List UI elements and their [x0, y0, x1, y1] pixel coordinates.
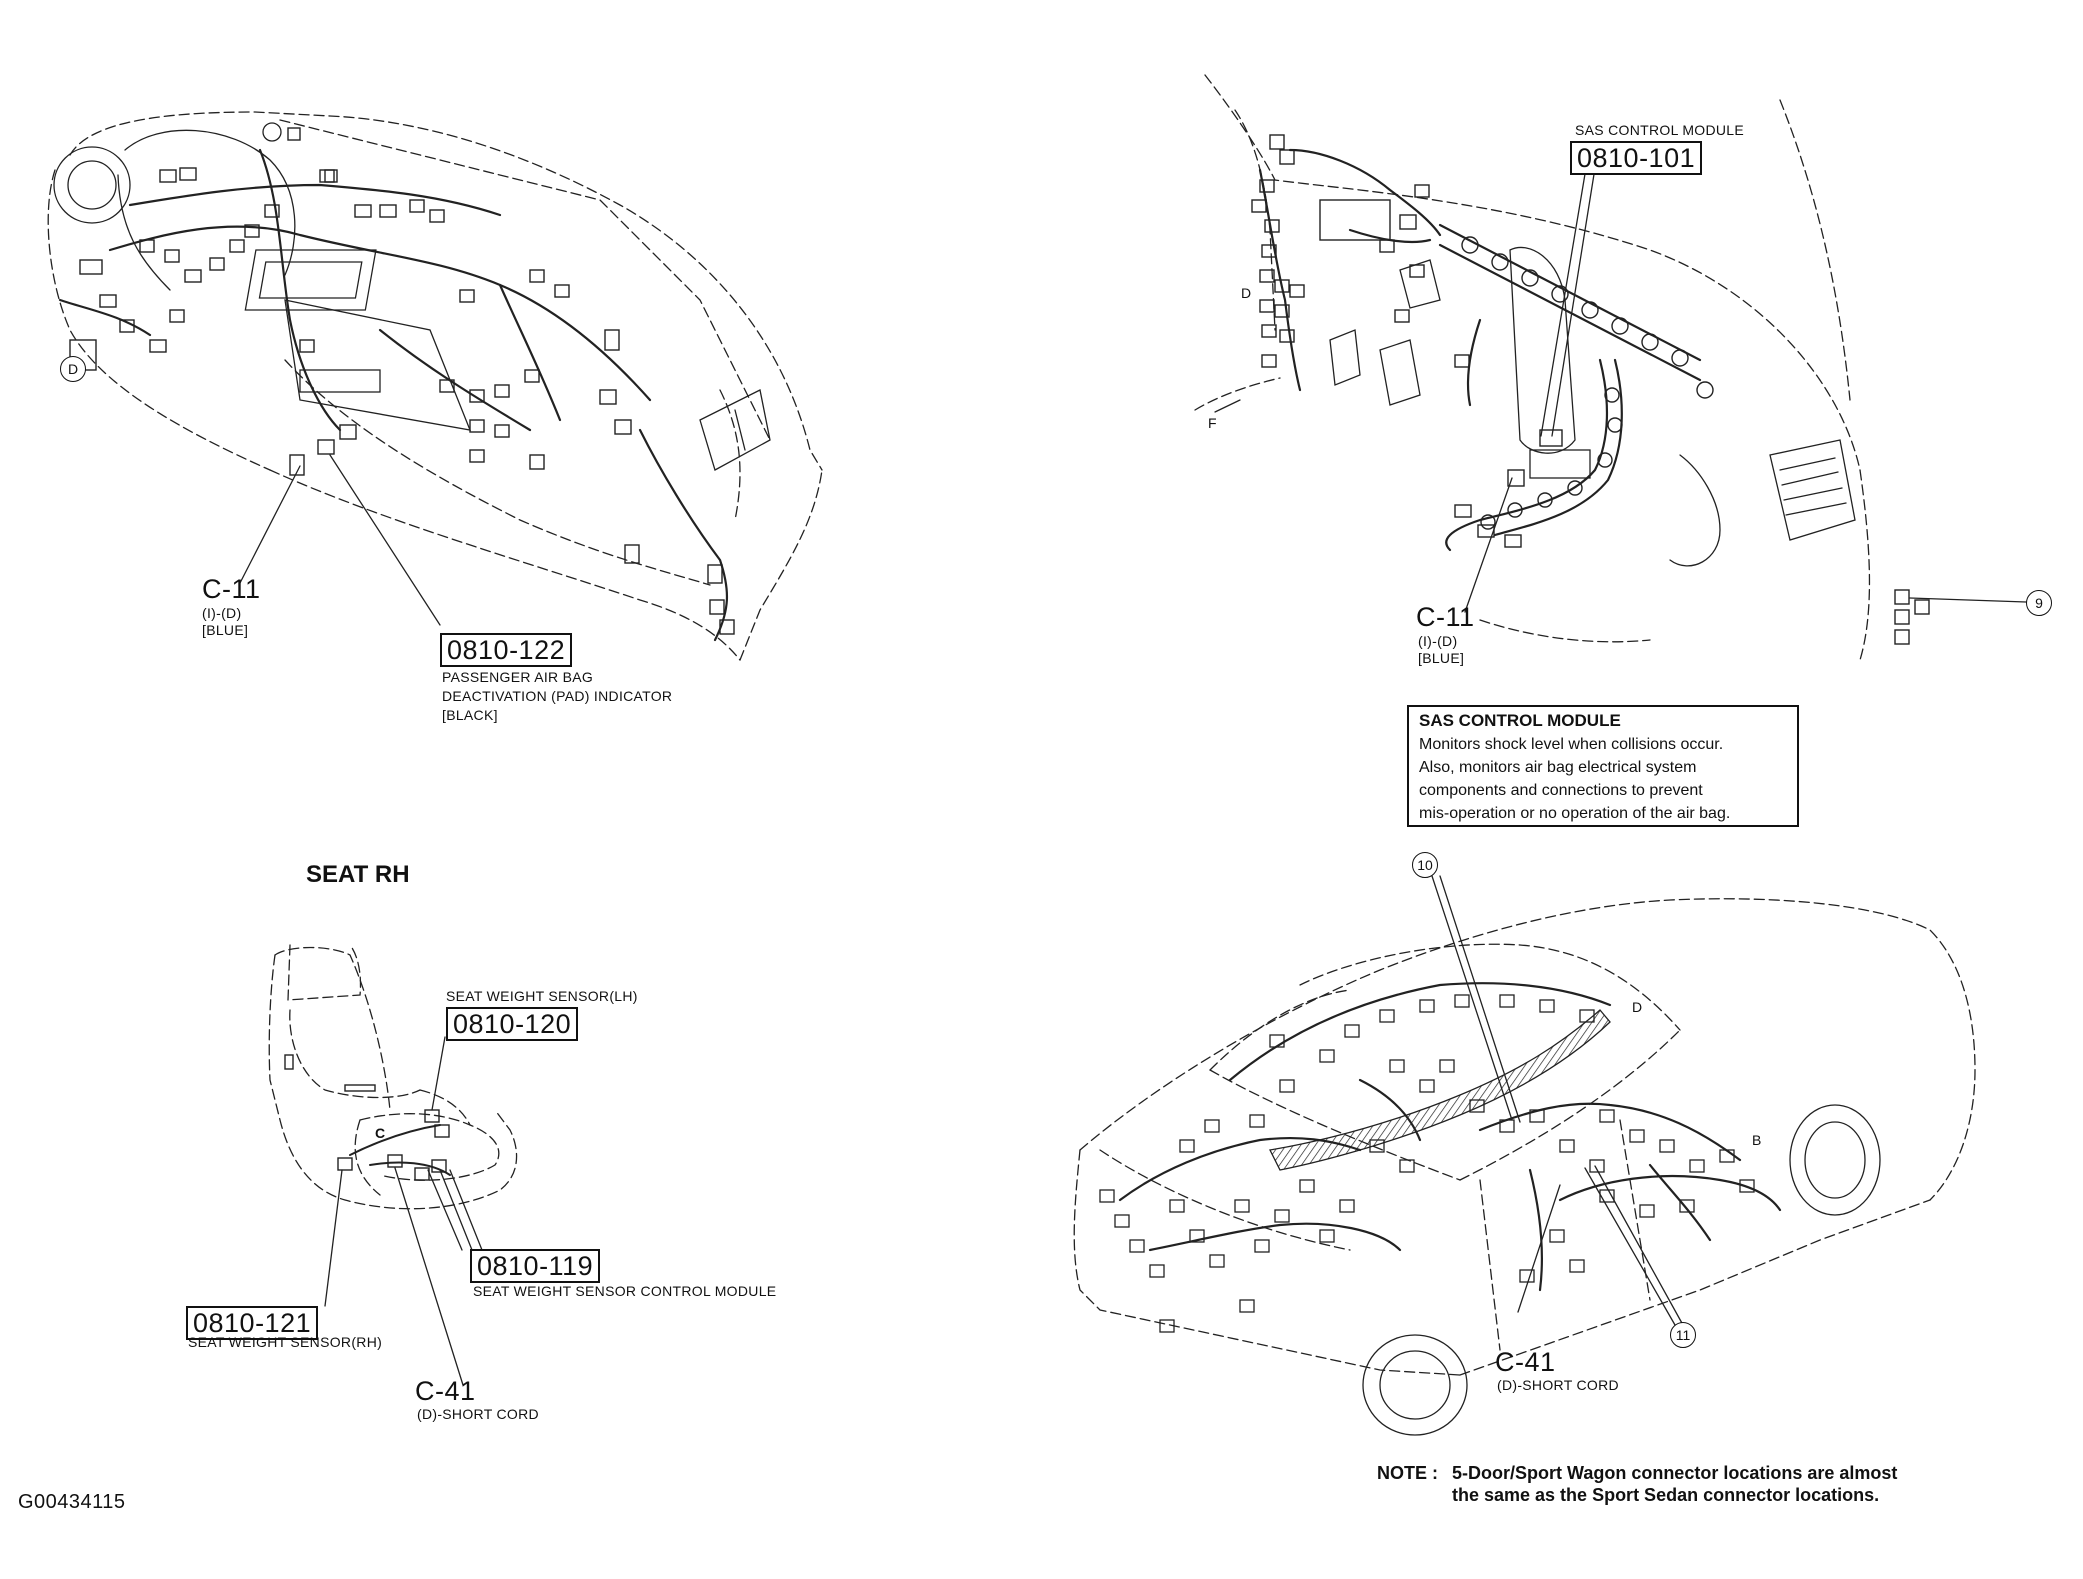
seat-weight-sensor-rh-code: 0810-121: [186, 1306, 319, 1340]
dashboard-illustration: [47, 111, 823, 661]
seat-weight-sensor-lh-label: SEAT WEIGHT SENSOR(LH): [446, 988, 638, 1004]
sas-description-line4: mis-operation or no operation of the air…: [1419, 805, 1731, 822]
car-illustration: [1073, 875, 1976, 1436]
marker-b-car: B: [1752, 1132, 1762, 1148]
seat-weight-sensor-lh-code: 0810-120: [446, 1007, 579, 1041]
sas-description-box: SAS CONTROL MODULE Monitors shock level …: [1407, 705, 1799, 827]
sas-module-label: SAS CONTROL MODULE: [1575, 122, 1745, 138]
footnote-key: NOTE :: [1377, 1463, 1438, 1483]
footnote-line2: the same as the Sport Sedan connector lo…: [1452, 1485, 1880, 1505]
pad-indicator-line1: PASSENGER AIR BAG: [442, 669, 594, 685]
seat-control-module-label: SEAT WEIGHT SENSOR CONTROL MODULE: [473, 1283, 777, 1299]
c11-dash-sub: (I)-(D): [202, 605, 242, 621]
seat-weight-sensor-rh-label: SEAT WEIGHT SENSOR(RH): [188, 1334, 383, 1350]
seat-control-module-code: 0810-119: [470, 1249, 601, 1283]
pad-indicator-line2: DEACTIVATION (PAD) INDICATOR: [442, 688, 673, 704]
sas-description-line3: components and connections to prevent: [1419, 782, 1703, 799]
c11-sas-sub: (I)-(D): [1418, 633, 1458, 649]
seat-illustration: [268, 944, 518, 1386]
pad-indicator-code: 0810-122: [440, 633, 573, 667]
seat-section-title: SEAT RH: [306, 861, 410, 888]
marker-c-seat: C: [375, 1125, 386, 1141]
footnote: NOTE : 5-Door/Sport Wagon connector locat…: [1377, 1462, 1897, 1506]
sas-description-line1: Monitors shock level when collisions occ…: [1419, 736, 1724, 753]
sas-module-code: 0810-101: [1570, 141, 1703, 175]
c11-sas-code: C-11: [1416, 602, 1475, 632]
figure-id: G00434115: [18, 1491, 126, 1513]
callout-10: 10: [1412, 852, 1438, 878]
c11-dash-code: C-11: [202, 574, 261, 604]
sas-dash-illustration: [1194, 74, 2027, 661]
c41-car-code: C-41: [1495, 1347, 1556, 1377]
marker-d-dash: D: [60, 356, 86, 382]
c41-seat-code: C-41: [415, 1376, 476, 1406]
c11-sas-color: [BLUE]: [1418, 650, 1465, 666]
marker-f-sas: F: [1208, 415, 1217, 431]
callout-9: 9: [2026, 590, 2052, 616]
callout-11: 11: [1670, 1322, 1696, 1348]
sas-description-heading: SAS CONTROL MODULE: [1419, 711, 1621, 730]
marker-d-car: D: [1632, 999, 1643, 1015]
c41-seat-sub: (D)-SHORT CORD: [417, 1406, 539, 1422]
marker-d-sas: D: [1241, 285, 1252, 301]
pad-indicator-color: [BLACK]: [442, 707, 498, 723]
sas-description-line2: Also, monitors air bag electrical system: [1419, 759, 1697, 776]
footnote-line1: 5-Door/Sport Wagon connector locations a…: [1452, 1463, 1898, 1483]
c11-dash-color: [BLUE]: [202, 622, 249, 638]
c41-car-sub: (D)-SHORT CORD: [1497, 1377, 1619, 1393]
